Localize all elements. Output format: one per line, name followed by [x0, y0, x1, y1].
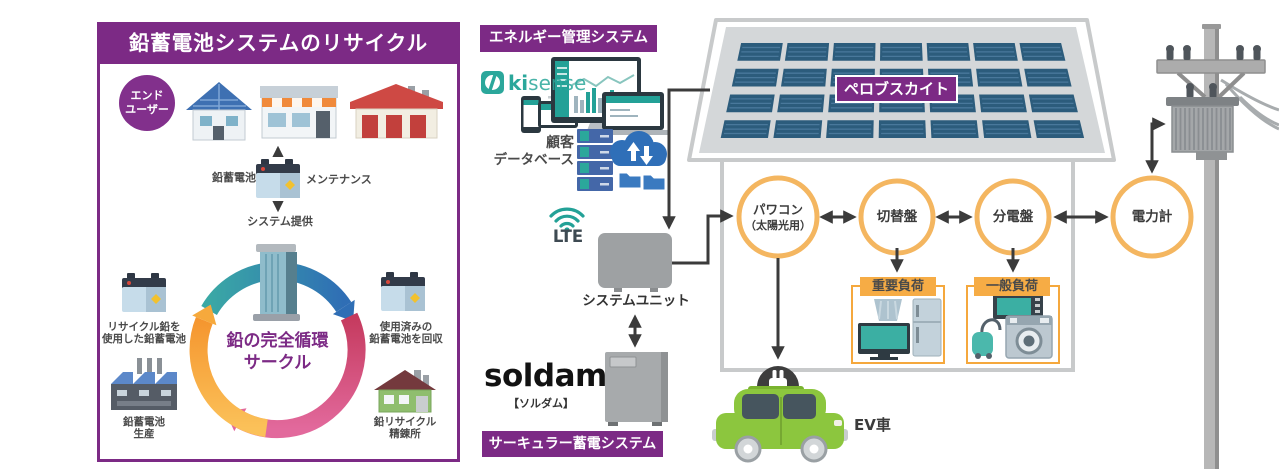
power-wires	[1220, 78, 1279, 131]
refinery-house-icon	[374, 370, 436, 413]
soldam-logo: soldam	[484, 358, 607, 394]
ev-car-icon	[712, 386, 848, 463]
meter-label: 電力計	[1131, 209, 1173, 225]
critical-load-badge: 重要負荷	[860, 277, 936, 296]
system-unit-icon	[598, 233, 672, 292]
system-unit-label: システムユニット	[582, 293, 690, 309]
server-rack-icon	[577, 129, 613, 191]
distribution-label: 分電盤	[992, 209, 1034, 225]
refinery-label: 鉛リサイクル精錬所	[373, 416, 437, 441]
general-load-appliances	[972, 294, 1053, 359]
battery-icon	[256, 159, 300, 198]
recycled-battery-label: リサイクル鉛を使用した鉛蓄電池	[102, 321, 186, 346]
cycle-title-line1: 鉛の完全循環	[226, 331, 329, 351]
ems-badge: エネルギー管理システム	[480, 25, 657, 52]
skyscraper-icon	[253, 244, 300, 321]
production-label: 鉛蓄電池生産	[123, 416, 165, 441]
pcs-label: パワコン（太陽光用）	[745, 202, 811, 232]
battery-label: 鉛蓄電池	[212, 171, 256, 184]
utility-pole-icon	[1156, 24, 1279, 469]
end-user-badge: エンド ユーザー	[119, 75, 175, 131]
maintenance-label: メンテナンス	[306, 173, 372, 186]
battery-icon	[381, 272, 425, 311]
soldam-reading: 【ソルダム】	[508, 397, 574, 410]
recycle-panel-title: 鉛蓄電池システムのリサイクル	[97, 22, 460, 64]
end-user-store-icon	[260, 86, 338, 139]
meter-circle	[1110, 175, 1194, 259]
lte-label: LTE	[552, 227, 584, 246]
critical-load-appliances	[858, 298, 942, 360]
kisense-logo-text: kisense	[508, 71, 587, 95]
soldam-battery-icon	[605, 352, 668, 426]
system-provision-label: システム提供	[247, 215, 313, 228]
storage-badge: サーキュラー蓄電システム	[482, 431, 663, 457]
lte-signal-icon	[549, 207, 585, 233]
general-load-badge: 一般負荷	[974, 277, 1050, 296]
cycle-title-line2: サークル	[243, 353, 312, 373]
ev-label: EV車	[854, 416, 891, 434]
cloud-icon	[610, 131, 667, 191]
switchboard-label: 切替盤	[876, 209, 918, 225]
end-user-house-icon	[186, 82, 252, 141]
collection-label: 使用済みの鉛蓄電池を回収	[369, 321, 443, 346]
pcs-circle	[736, 175, 820, 259]
battery-icon	[122, 273, 166, 312]
connection-arrows	[662, 88, 1166, 360]
transformer-icon	[1166, 83, 1239, 160]
end-user-building-icon	[350, 84, 443, 139]
factory-icon	[111, 358, 177, 410]
devices-cluster-icon	[521, 57, 670, 137]
customer-db-label: 顧客データベース	[493, 135, 574, 168]
perovskite-badge: ペロブスカイト	[835, 75, 958, 103]
